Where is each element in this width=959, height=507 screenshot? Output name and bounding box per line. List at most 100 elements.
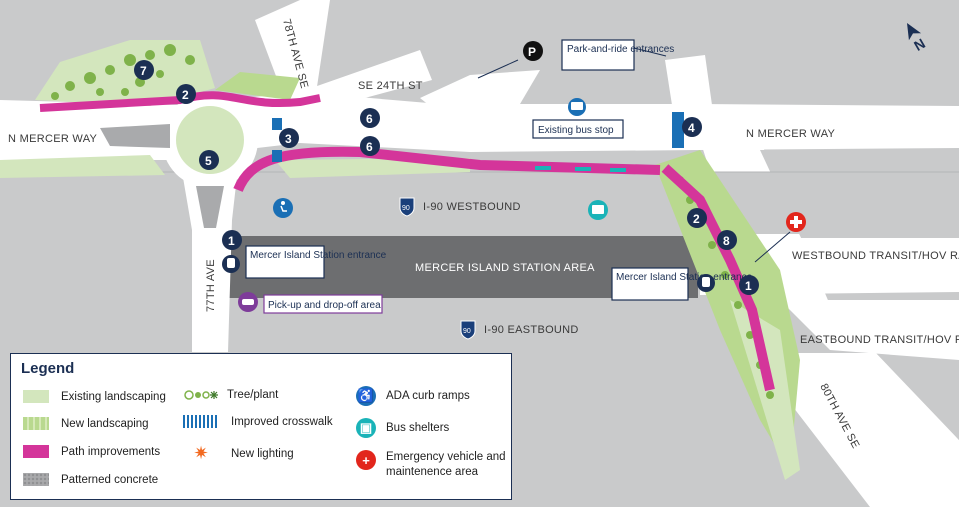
road-label-se-24th: SE 24TH ST — [358, 80, 423, 92]
park-ride-entrance-east — [665, 55, 712, 105]
svg-text:6: 6 — [366, 140, 373, 154]
marker-6-south: 6 — [360, 136, 380, 156]
road-label-n-mercer-way-east: N MERCER WAY — [746, 128, 836, 140]
legend-item-bus-shelters: ▣ Bus shelters — [356, 418, 449, 438]
legend-item-new-lighting: ✷ New lighting — [183, 443, 294, 464]
legend-item-label: Patterned concrete — [61, 473, 159, 486]
marker-8: 8 — [717, 230, 737, 250]
patterned-concrete-swatch — [23, 473, 49, 486]
crosswalk-west — [272, 118, 282, 162]
ada-legend-icon: ♿ — [356, 386, 376, 406]
road-label-n-mercer-way-west: N MERCER WAY — [8, 133, 98, 145]
77th-ave-road — [180, 150, 240, 352]
road-label-eastbound-ramp: EASTBOUND TRANSIT/HOV RAMP — [800, 334, 959, 346]
legend-item-emergency: + Emergency vehicle and maintenence area — [356, 450, 506, 480]
marker-1-east: 1 — [739, 275, 759, 295]
landscape-northwest — [35, 40, 215, 106]
legend-item-label: Tree/plant — [227, 389, 279, 401]
path-improvements-swatch — [23, 445, 49, 458]
se-24th-road — [300, 50, 432, 110]
marker-4: 4 — [682, 117, 702, 137]
svg-text:Pick-up and drop-off area: Pick-up and drop-off area — [268, 300, 381, 311]
path-south-side — [233, 146, 661, 193]
legend-item-improved-crosswalk: Improved crosswalk — [183, 415, 333, 428]
tree-plant-icon — [184, 390, 218, 400]
path-80th-side — [661, 164, 775, 392]
emergency-legend-icon: + — [356, 450, 376, 470]
svg-text:Park-and-ride entrances: Park-and-ride entrances — [567, 44, 674, 55]
parking-leader — [477, 59, 519, 79]
bus-shelter-icon — [588, 200, 608, 220]
bus-legend-icon: ▣ — [356, 418, 376, 438]
eastbound-ramp — [780, 300, 959, 360]
marker-5: 5 — [199, 150, 219, 170]
svg-text:1: 1 — [745, 279, 752, 293]
legend-item-label: Bus shelters — [386, 422, 450, 434]
svg-text:4: 4 — [688, 121, 695, 135]
legend-item-tree-plant: Tree/plant — [183, 388, 278, 402]
marker-7: 7 — [134, 60, 154, 80]
legend-item-existing-landscaping: Existing landscaping — [23, 390, 166, 403]
train-icon-east — [697, 274, 715, 292]
interstate-shield-westbound: 90 — [399, 197, 415, 217]
legend-title: Legend — [21, 360, 75, 377]
svg-text:6: 6 — [366, 112, 373, 126]
78th-ave-road — [255, 0, 330, 100]
existing-landscaping-swatch — [23, 390, 49, 403]
crosswalk-east — [672, 112, 684, 148]
tree-cluster-northwest — [51, 44, 195, 100]
svg-text:7: 7 — [140, 64, 147, 78]
callout-bus-stop: Existing bus stop — [532, 98, 624, 139]
marker-6-north: 6 — [360, 108, 380, 128]
train-icon-west — [222, 255, 240, 273]
road-label-i90-eastbound: I-90 EASTBOUND — [484, 324, 579, 336]
svg-text:2: 2 — [182, 88, 189, 102]
callout-station-entrance-east: Mercer Island Station entrance — [611, 267, 753, 301]
road-label-i90-westbound: I-90 WESTBOUND — [423, 201, 521, 213]
svg-text:90: 90 — [463, 328, 471, 335]
legend-item-label: New lighting — [231, 447, 294, 460]
legend-item-path-improvements: Path improvements — [23, 445, 160, 458]
svg-text:90: 90 — [402, 205, 410, 212]
legend-item-label: Path improvements — [61, 445, 161, 458]
marker-1-west: 1 — [222, 230, 242, 250]
svg-text:8: 8 — [723, 234, 730, 248]
callout-station-entrance-west: Mercer Island Station entrance — [245, 245, 387, 279]
landscape-north — [215, 72, 300, 100]
patterned-concrete-west — [100, 124, 170, 148]
landscape-west — [0, 155, 165, 178]
svg-text:5: 5 — [205, 154, 212, 168]
svg-text:Existing bus stop: Existing bus stop — [538, 125, 614, 136]
marker-2-west: 2 — [176, 84, 196, 104]
interstate-shield-eastbound: 90 — [460, 320, 476, 340]
patterned-concrete-south — [196, 186, 224, 228]
legend-item-patterned-concrete: Patterned concrete — [23, 473, 158, 486]
crosswalk-swatch — [183, 415, 219, 428]
new-landscaping-swatch — [23, 417, 49, 430]
emergency-icon — [754, 212, 806, 263]
road-label-station-area: MERCER ISLAND STATION AREA — [415, 262, 595, 274]
road-label-77th-ave: 77TH AVE — [205, 259, 217, 312]
legend-item-label: Existing landscaping — [61, 390, 166, 403]
legend-item-label: New landscaping — [61, 417, 149, 430]
bus-shelter-marks — [535, 166, 626, 172]
callout-park-and-ride: Park-and-ride entrances — [561, 39, 674, 71]
legend-panel: Legend Existing landscaping New landscap… — [10, 353, 512, 500]
svg-text:Mercer Island Station entrance: Mercer Island Station entrance — [616, 272, 753, 283]
road-label-westbound-ramp: WESTBOUND TRANSIT/HOV RAMP — [792, 250, 959, 262]
callout-pickup: Pick-up and drop-off area — [263, 294, 383, 314]
ada-icon — [273, 198, 293, 218]
svg-text:Mercer Island Station entrance: Mercer Island Station entrance — [250, 250, 387, 261]
roundabout-island — [176, 106, 244, 174]
legend-item-new-landscaping: New landscaping — [23, 417, 149, 430]
svg-text:P: P — [528, 45, 536, 59]
lighting-icon: ✷ — [193, 443, 209, 463]
marker-2-east: 2 — [687, 208, 707, 228]
legend-item-label: Emergency vehicle and maintenence area — [386, 451, 506, 478]
park-ride-entrance-west — [420, 70, 540, 106]
svg-text:3: 3 — [285, 132, 292, 146]
svg-text:1: 1 — [228, 234, 235, 248]
parking-icon: P — [523, 41, 543, 61]
car-icon-pickup — [238, 292, 258, 312]
